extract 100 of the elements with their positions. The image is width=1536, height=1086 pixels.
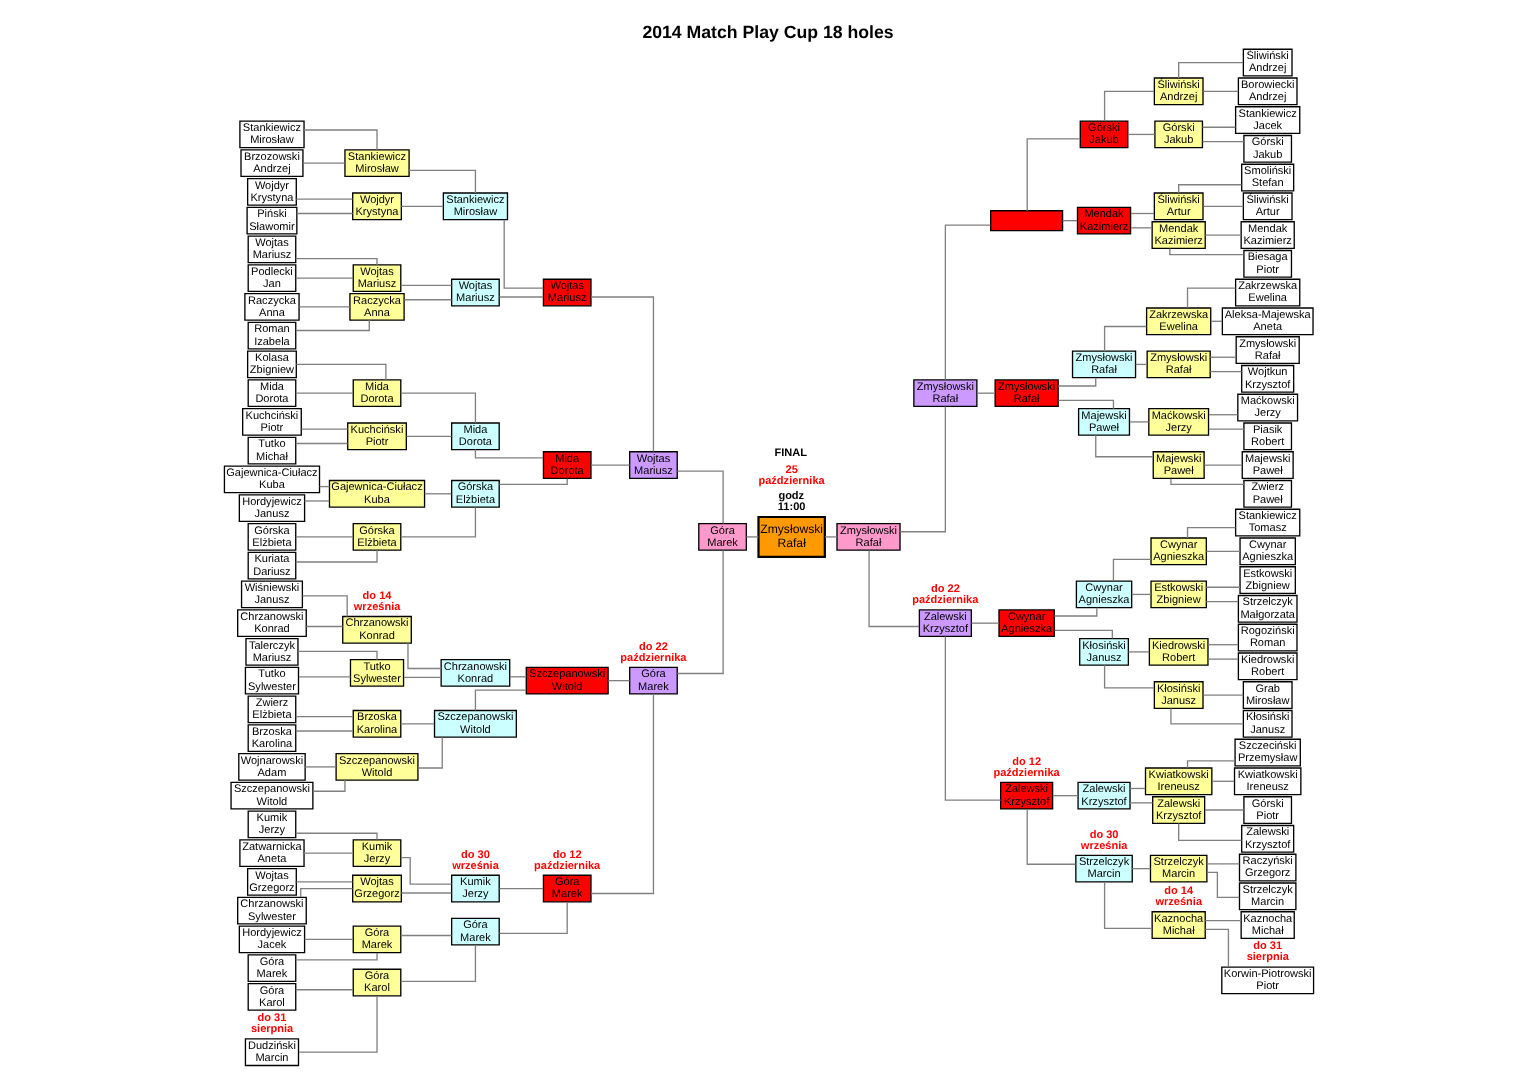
connector: [1206, 658, 1238, 660]
connector: [1053, 629, 1112, 640]
connector: [1051, 795, 1078, 797]
connector: [399, 205, 443, 207]
connector: [1102, 90, 1154, 122]
connector: [1201, 694, 1243, 696]
connector: [1130, 867, 1151, 870]
connector: [497, 296, 543, 298]
connector: [1203, 234, 1241, 236]
connector: [823, 536, 837, 538]
connector: [1208, 356, 1236, 358]
connector: [473, 689, 526, 712]
connector: [294, 989, 353, 991]
connector: [589, 296, 654, 453]
connector: [1201, 90, 1238, 92]
connector: [1205, 871, 1239, 899]
connector: [302, 852, 353, 854]
connector: [606, 680, 630, 682]
connector: [1185, 760, 1235, 769]
connector: [1177, 61, 1243, 79]
connector: [1169, 478, 1244, 486]
connector: [943, 224, 990, 381]
connector: [675, 549, 723, 675]
connector: [1203, 928, 1229, 968]
connector: [502, 219, 544, 289]
connector: [294, 730, 353, 732]
connector: [589, 693, 654, 895]
connector: [1126, 133, 1155, 136]
connector: [1202, 464, 1242, 466]
connector: [294, 536, 353, 538]
connector: [1206, 644, 1238, 646]
connector: [399, 892, 452, 894]
connector: [1111, 558, 1151, 582]
connector: [294, 549, 377, 563]
connector: [303, 766, 336, 768]
connector: [399, 392, 476, 424]
connector: [1201, 205, 1243, 207]
connector: [1207, 414, 1238, 416]
connector: [1129, 227, 1152, 229]
connector: [1025, 138, 1080, 212]
connector: [399, 723, 434, 725]
connector: [301, 162, 345, 164]
connector: [299, 887, 353, 898]
connector: [294, 319, 369, 332]
connector: [304, 625, 343, 628]
connector: [1056, 399, 1114, 410]
connector: [1210, 780, 1234, 782]
connector: [294, 715, 353, 718]
connector: [1203, 919, 1241, 922]
connector: [497, 478, 567, 486]
connector: [399, 934, 452, 937]
connector: [296, 650, 377, 661]
connector: [675, 470, 723, 525]
connector: [497, 901, 567, 934]
connector: [867, 549, 919, 628]
connector: [402, 676, 441, 678]
connector: [1025, 808, 1076, 865]
connector: [1204, 550, 1240, 552]
connector: [302, 938, 353, 941]
connector: [497, 887, 543, 890]
connector: [1102, 325, 1147, 352]
connector: [744, 536, 759, 538]
connector: [1177, 184, 1242, 194]
connector: [898, 405, 946, 533]
connector: [1126, 651, 1149, 653]
connector: [294, 832, 377, 841]
connector: [297, 676, 351, 678]
connector: [294, 881, 353, 883]
connector: [1185, 527, 1236, 539]
connector: [294, 952, 377, 961]
connector: [1052, 607, 1097, 617]
connector: [1200, 126, 1236, 128]
connector: [1204, 586, 1240, 588]
connector: [1168, 247, 1244, 256]
connector: [297, 306, 350, 308]
connector: [300, 595, 347, 618]
connector: [1128, 421, 1149, 423]
connector: [1128, 802, 1153, 804]
connector: [311, 779, 345, 792]
connector: [294, 198, 353, 200]
connector: [1185, 287, 1236, 309]
connector: [294, 392, 353, 394]
connector: [404, 435, 452, 437]
connector: [1200, 140, 1244, 143]
connector: [297, 995, 377, 1053]
connector: [1094, 434, 1153, 458]
connector: [295, 212, 353, 215]
connector: [299, 428, 348, 430]
connector: [1203, 809, 1244, 811]
connector: [399, 284, 452, 287]
node-box: [989, 210, 1063, 232]
connector: [406, 642, 441, 670]
connector: [1129, 212, 1154, 215]
connector: [294, 257, 377, 266]
connector: [1102, 881, 1152, 929]
connector: [589, 464, 630, 466]
connector: [1102, 664, 1154, 689]
connector: [473, 448, 543, 459]
connector: [423, 493, 451, 495]
connector: [302, 129, 377, 151]
